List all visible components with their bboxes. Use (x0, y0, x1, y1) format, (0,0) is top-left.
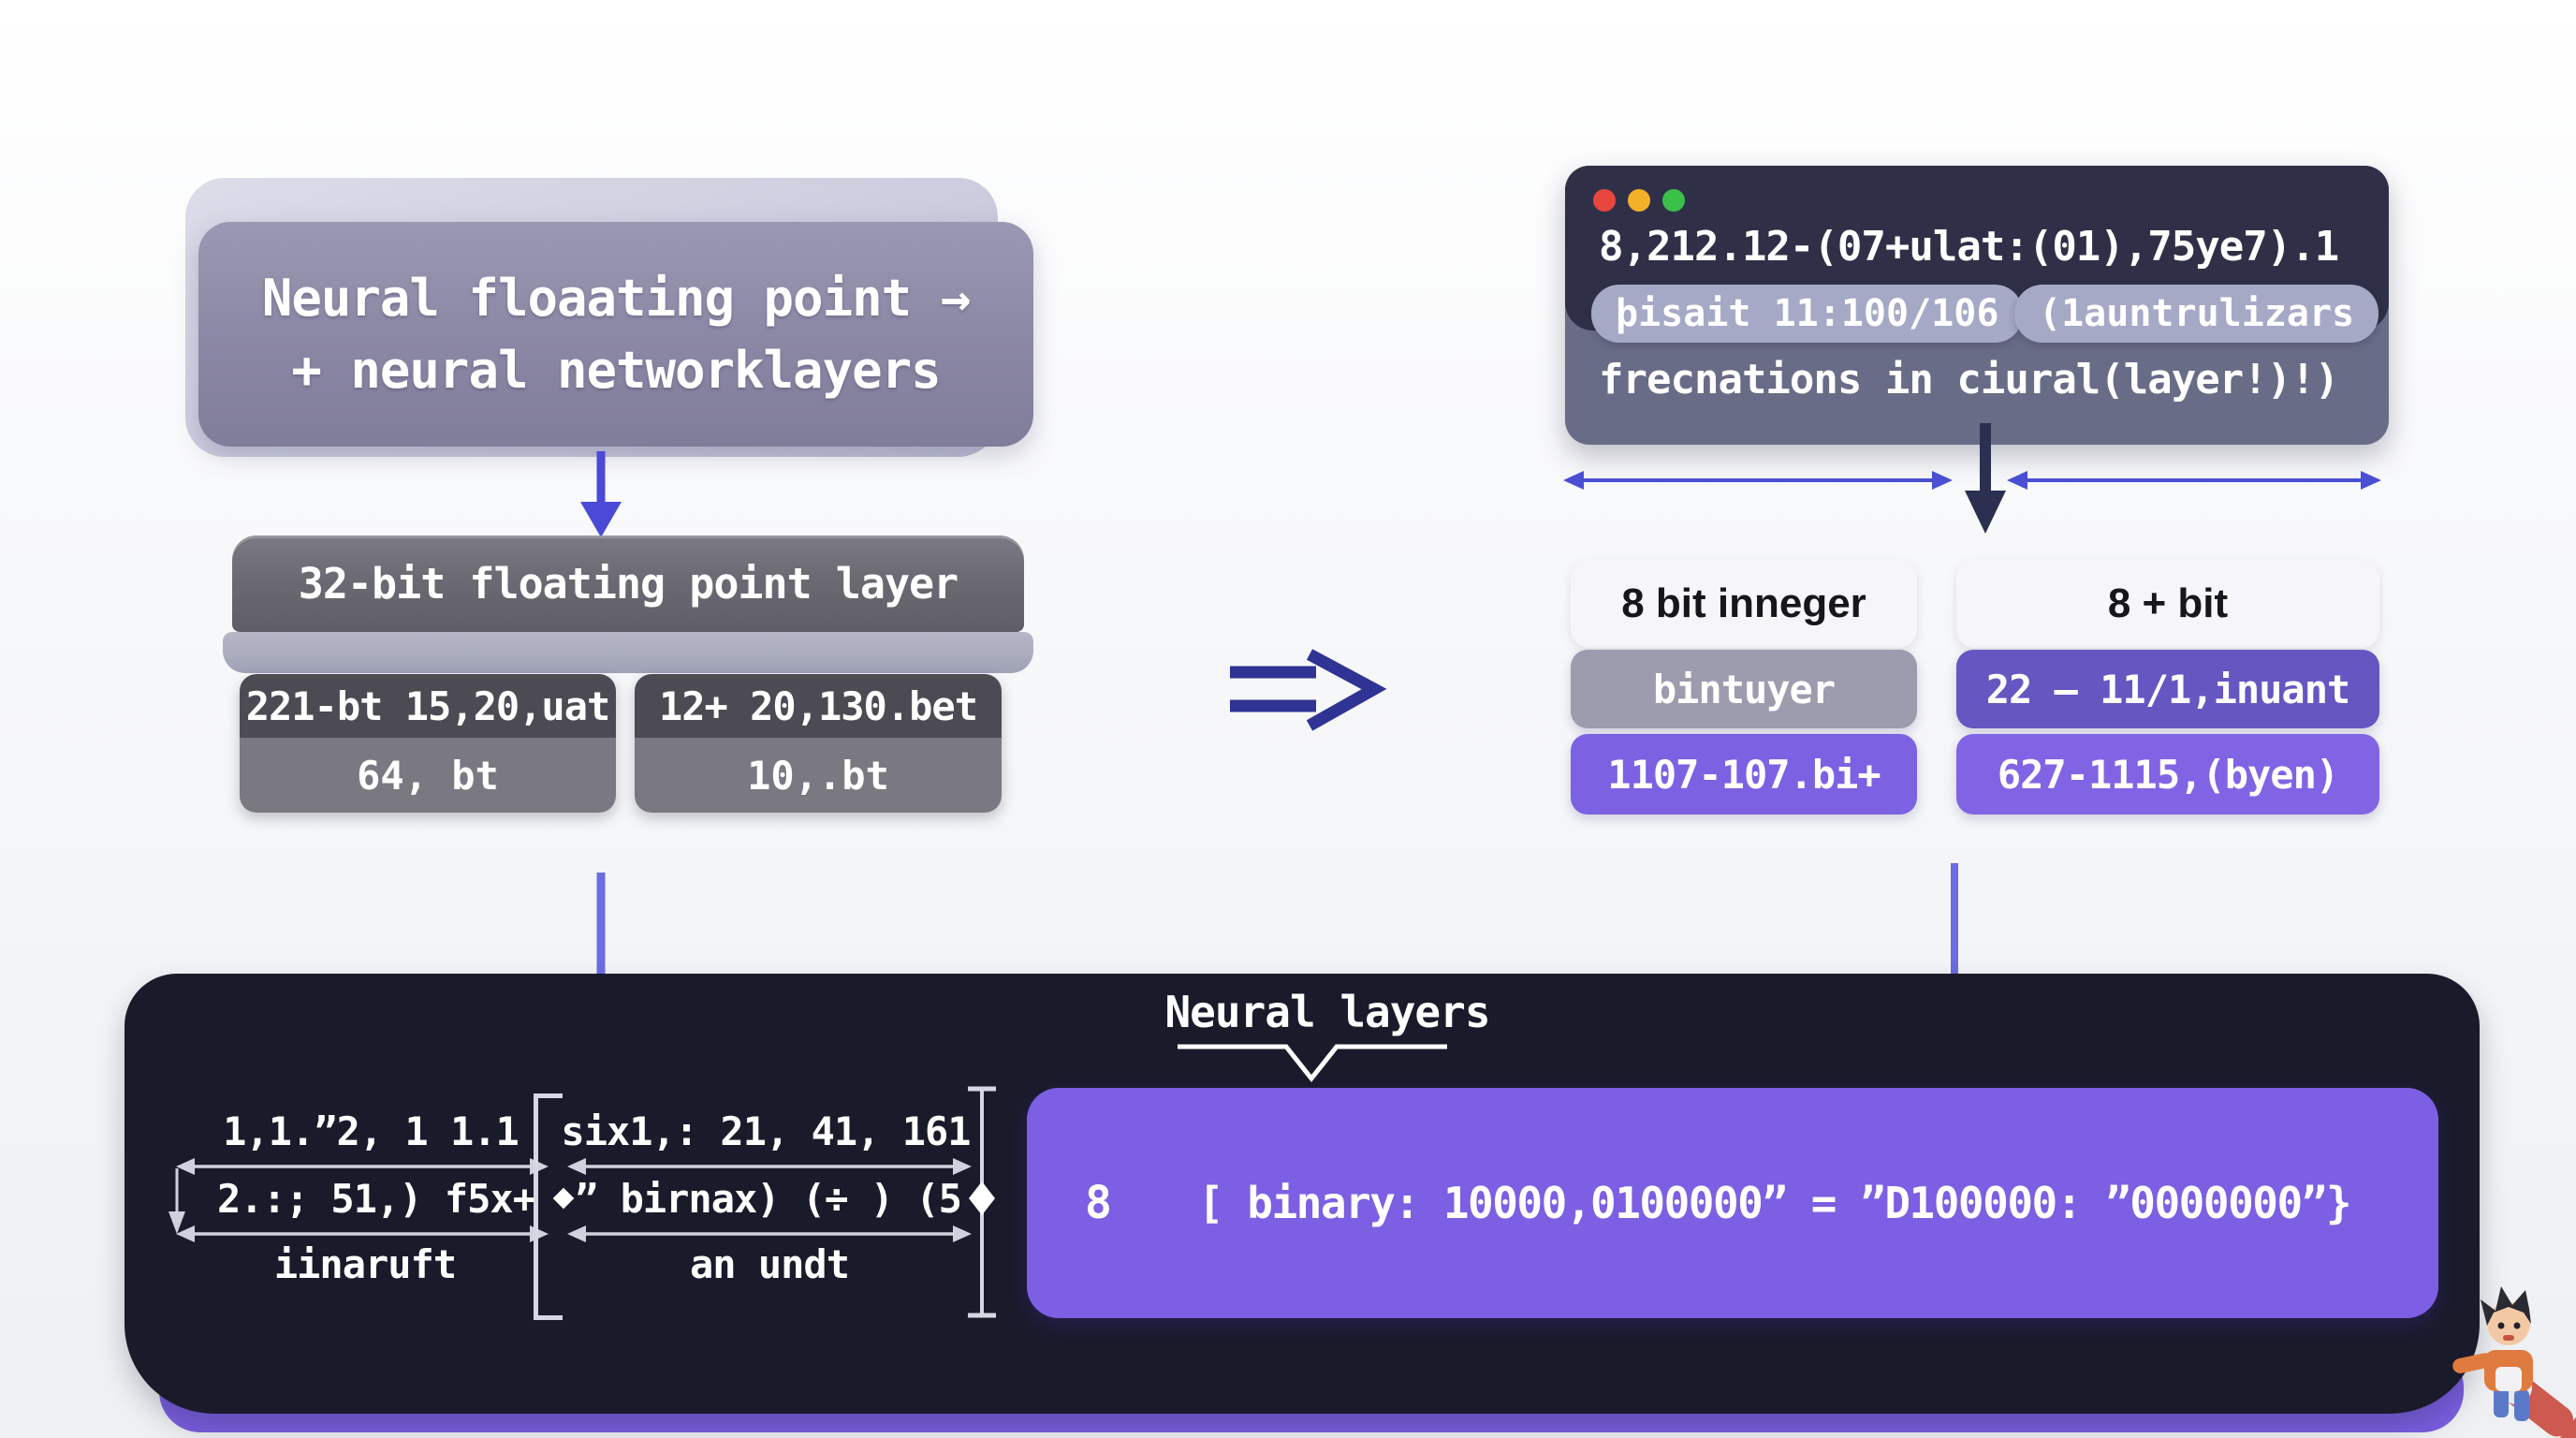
terminal-pill-1: þisait 11:100/106 (1591, 285, 2024, 343)
dim-left-mini-arrow-icon (168, 1168, 185, 1234)
weight-box-right-body: 10,.bt (635, 738, 1002, 813)
int8-bottom-box: 1107-107.bi+ (1571, 734, 1917, 814)
int8-label: 8 bit inneger (1621, 580, 1866, 626)
plus8-top-box: 22 – 11/1,inuant (1956, 650, 2379, 728)
int8-label-card: 8 bit inneger (1571, 560, 1917, 648)
span-arrow-right-icon (2007, 471, 2381, 490)
weight-box-left: 221-bt 15,20,uat 64, bt (240, 674, 616, 813)
weight-box-right: 12+ 20,130.bet 10,.bt (635, 674, 1002, 813)
dim-left-top-value: 1,1.”2, 1 1.1 (223, 1108, 520, 1154)
plus8-label-card: 8 + bit (1956, 560, 2379, 648)
weight-box-left-header: 221-bt 15,20,uat (240, 674, 616, 738)
traffic-light-close-icon[interactable] (1593, 189, 1616, 212)
weight-box-right-header: 12+ 20,130.bet (635, 674, 1002, 738)
plus8-label: 8 + bit (2107, 580, 2229, 626)
terminal-line-1: 8,212.12-(07+ulat:(01),75ye7).1 (1599, 223, 2339, 271)
dim-right-bottom-label: an undt (689, 1241, 850, 1287)
dim-left-bottom-label: iinaruft (273, 1241, 457, 1287)
fp32-layer-base (223, 632, 1033, 673)
terminal-pill-2: (1auntrulizars (2014, 285, 2379, 343)
title-card: Neural floaating point → + neural networ… (198, 222, 1033, 447)
binary-box: 8 [ binary: 10000,0100000” = ”D100000: ”… (1027, 1088, 2438, 1318)
int8-top-box: bintuyer (1571, 650, 1917, 728)
dim-left-mid-value: 2.:; 51,) f5x+ (216, 1176, 536, 1222)
dim-right-top-value: six1,: 21, 41, 161 (561, 1108, 971, 1154)
traffic-light-zoom-icon[interactable] (1662, 189, 1685, 212)
span-arrow-left-icon (1563, 471, 1953, 490)
dim-right-arrow-1-icon (567, 1158, 972, 1175)
brace-icon (1178, 1044, 1447, 1083)
plus8-bottom-box: 627-1115,(byen) (1956, 734, 2379, 814)
fp32-layer-box: 32-bit floating point layer (232, 536, 1024, 632)
transform-arrow-icon (1230, 649, 1387, 731)
mascot-image (2452, 1286, 2576, 1438)
weight-box-left-body: 64, bt (240, 738, 616, 813)
bracket-icon (534, 1093, 563, 1320)
down-arrow-icon (580, 451, 622, 537)
terminal-line-2: frecnations in ciural(layer!)!) (1599, 356, 2339, 404)
binary-prefix: 8 (1085, 1177, 1112, 1229)
title-line-2: + neural networklayers (291, 341, 941, 400)
fp32-layer-title: 32-bit floating point layer (298, 559, 959, 609)
traffic-light-minimize-icon[interactable] (1628, 189, 1650, 212)
dim-right-arrow-2-icon (567, 1225, 972, 1242)
dim-right-line-icon (968, 1086, 996, 1318)
title-line-1: Neural floaating point → (261, 269, 971, 328)
dim-right-mid-value: ” birnax) (÷ ) (5 (575, 1176, 962, 1222)
panel-title: Neural layers (1164, 987, 1490, 1037)
binary-value: [ binary: 10000,0100000” = ”D100000: ”00… (1197, 1178, 2352, 1228)
split-down-arrow-icon (1965, 423, 2006, 534)
